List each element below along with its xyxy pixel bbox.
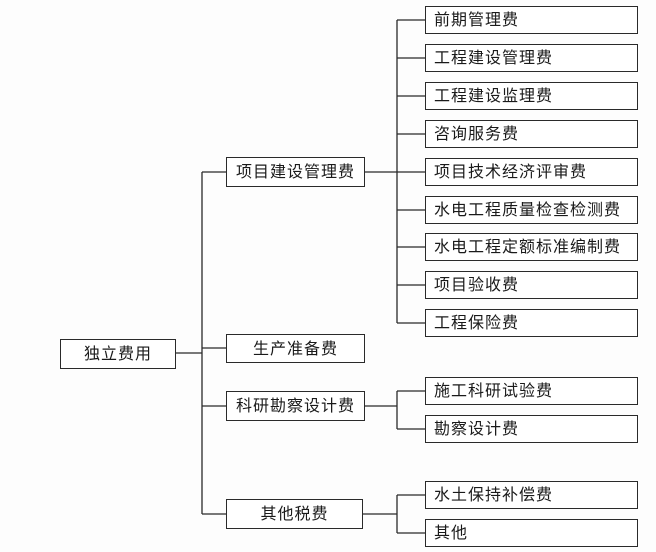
leaf-label: 水电工程质量检查检测费 bbox=[434, 200, 622, 219]
leaf-node: 其他 bbox=[425, 519, 638, 547]
category-label: 科研勘察设计费 bbox=[235, 396, 355, 415]
category-label: 其他税费 bbox=[260, 504, 329, 523]
leaf-label: 项目技术经济评审费 bbox=[434, 162, 588, 181]
leaf-node: 水电工程质量检查检测费 bbox=[425, 196, 638, 224]
category-node-production-preparation: 生产准备费 bbox=[226, 334, 365, 363]
leaf-label: 水土保持补偿费 bbox=[434, 485, 554, 504]
leaf-node: 项目验收费 bbox=[425, 271, 638, 299]
leaf-node: 前期管理费 bbox=[425, 6, 638, 34]
leaf-label: 其他 bbox=[434, 523, 469, 542]
leaf-label: 水电工程定额标准编制费 bbox=[434, 237, 622, 256]
leaf-label: 前期管理费 bbox=[434, 10, 520, 29]
category-node-project-management: 项目建设管理费 bbox=[226, 157, 365, 187]
leaf-label: 咨询服务费 bbox=[434, 124, 520, 143]
category-node-other-taxes: 其他税费 bbox=[226, 499, 363, 529]
leaf-label: 勘察设计费 bbox=[434, 419, 520, 438]
leaf-label: 项目验收费 bbox=[434, 275, 520, 294]
leaf-node: 施工科研试验费 bbox=[425, 377, 638, 405]
category-label: 项目建设管理费 bbox=[235, 162, 355, 181]
category-node-research-survey-design: 科研勘察设计费 bbox=[226, 391, 365, 421]
root-node: 独立费用 bbox=[60, 339, 176, 369]
leaf-label: 工程建设监理费 bbox=[434, 86, 554, 105]
leaf-label: 施工科研试验费 bbox=[434, 381, 554, 400]
leaf-label: 工程建设管理费 bbox=[434, 48, 554, 67]
leaf-node: 工程建设管理费 bbox=[425, 44, 638, 72]
leaf-node: 项目技术经济评审费 bbox=[425, 158, 638, 186]
category-label: 生产准备费 bbox=[252, 338, 338, 358]
leaf-node: 水土保持补偿费 bbox=[425, 481, 638, 509]
leaf-node: 工程建设监理费 bbox=[425, 82, 638, 110]
leaf-label: 工程保险费 bbox=[434, 313, 520, 332]
leaf-node: 水电工程定额标准编制费 bbox=[425, 233, 638, 261]
leaf-node: 咨询服务费 bbox=[425, 120, 638, 148]
root-label: 独立费用 bbox=[83, 344, 152, 363]
leaf-node: 勘察设计费 bbox=[425, 415, 638, 443]
leaf-node: 工程保险费 bbox=[425, 309, 638, 337]
